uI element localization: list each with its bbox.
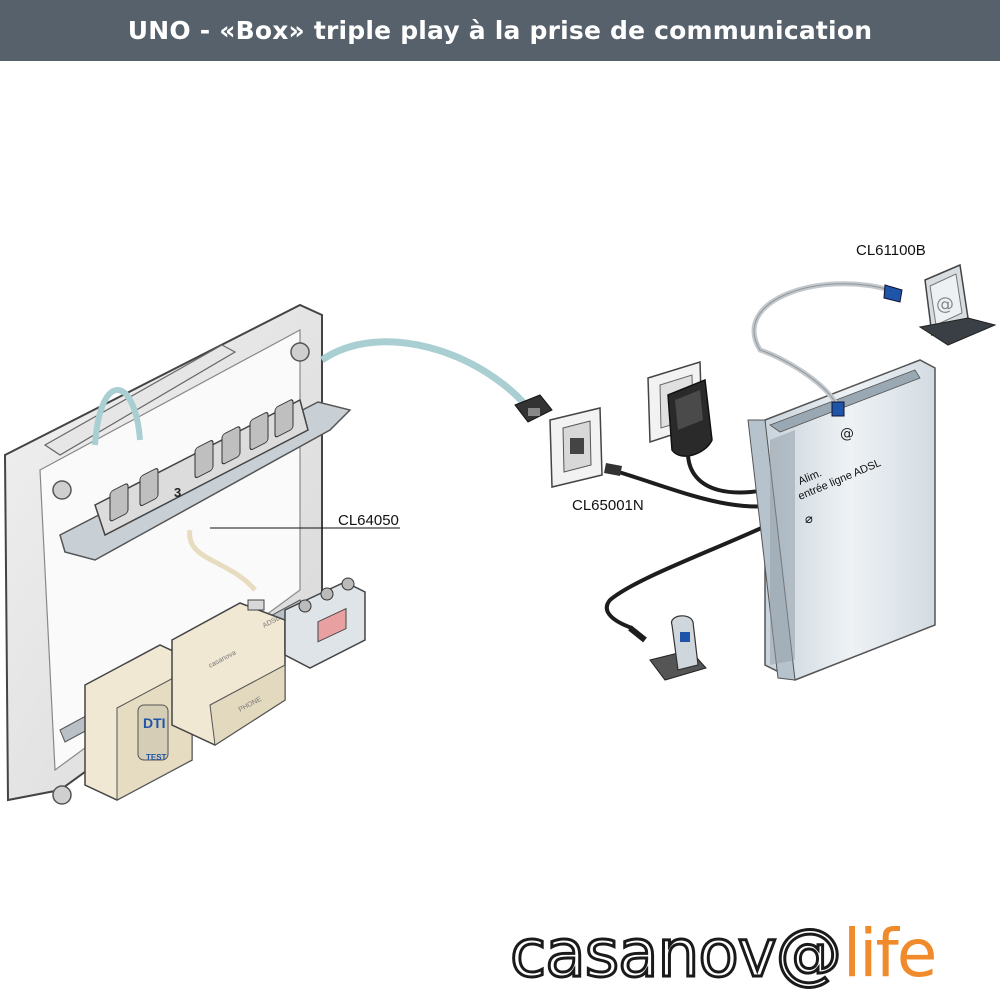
internet-box: @ Alim. entrée ligne ADSL ⌀ <box>747 359 936 681</box>
box-phone-symbol: ⌀ <box>805 512 813 527</box>
screw-hole <box>52 785 72 805</box>
dti-label: DTI <box>143 715 166 731</box>
internal-cable <box>187 529 257 592</box>
logo-accent-text: life <box>842 915 938 992</box>
patch-loop <box>92 387 143 446</box>
laptop-screen-symbol: @ <box>936 294 954 315</box>
label-cl64050: CL64050 <box>338 512 399 529</box>
adsl-phone-module: casanova ADSL PHONE <box>171 599 286 746</box>
cordless-phone <box>649 615 707 681</box>
rj45-plug-socket <box>514 394 553 423</box>
label-cl65001n: CL65001N <box>572 497 644 514</box>
box-top-vent <box>769 369 921 433</box>
ethernet-cable <box>320 338 533 413</box>
rj11-plug <box>604 463 622 476</box>
test-label: TEST <box>146 753 167 762</box>
box-front <box>764 359 936 681</box>
laptop-plug <box>883 284 903 303</box>
installation-diagram: 3 DTI TEST casanova ADSL PHONE <box>3 263 997 805</box>
laptop: @ <box>918 263 997 346</box>
phone-cable <box>604 508 801 630</box>
dti-module: DTI TEST <box>84 644 193 801</box>
distribution-panel: 3 DTI TEST casanova ADSL PHONE <box>3 303 366 805</box>
top-rail <box>43 344 237 456</box>
box-ethernet-plug <box>831 401 845 417</box>
screw-hole <box>52 480 72 500</box>
page-title: UNO - «Box» triple play à la prise de co… <box>0 0 1000 61</box>
label-cl61100b: CL61100B <box>856 242 926 259</box>
module-number: 3 <box>174 485 181 500</box>
logo-main-text: casanov@ <box>509 914 844 994</box>
screw-hole <box>290 342 310 362</box>
wall-socket <box>549 407 603 488</box>
casanova-life-logo: casanov@ life <box>509 914 990 995</box>
terminal-clamps <box>109 399 294 522</box>
power-adapter <box>667 378 713 457</box>
box-at-symbol: @ <box>840 426 854 442</box>
coax-splitter <box>284 577 366 669</box>
